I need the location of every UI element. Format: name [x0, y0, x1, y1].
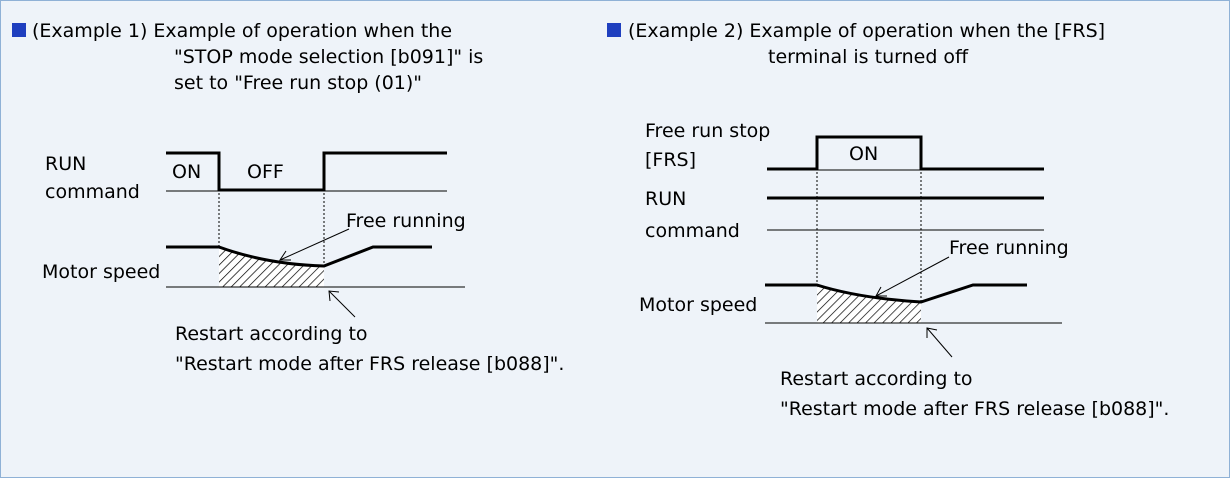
bullet-square-icon — [607, 23, 621, 37]
example2-restart-line2: "Restart mode after FRS release [b088]". — [780, 398, 1169, 420]
example2-motor-speed-label: Motor speed — [639, 294, 757, 316]
example1-off-label: OFF — [247, 161, 284, 183]
example2-frs-label-line2: [FRS] — [645, 149, 696, 171]
example1-restart-line2: "Restart mode after FRS release [b088]". — [175, 353, 564, 375]
example2-run-label-line1: RUN — [645, 188, 686, 210]
example2-frs-label-line1: Free run stop — [645, 120, 770, 142]
example-2: (Example 2) Example of operation when th… — [607, 20, 1169, 420]
arrow-head-icon — [926, 327, 938, 338]
example1-title-line3: set to "Free run stop (01)" — [174, 72, 422, 94]
example1-free-running-arrow — [279, 228, 350, 261]
example1-run-signal — [166, 151, 447, 192]
arrow-head-icon — [279, 250, 291, 261]
example2-run-label-line2: command — [645, 220, 740, 242]
example1-restart-line1: Restart according to — [175, 323, 368, 345]
example-1: (Example 1) Example of operation when th… — [12, 20, 564, 375]
example2-restart-line1: Restart according to — [780, 368, 973, 390]
example1-speed-curve — [166, 245, 432, 268]
example1-title-line1: (Example 1) Example of operation when th… — [32, 20, 452, 42]
arrow-head-icon — [328, 290, 340, 302]
arrow-head-icon — [875, 286, 887, 297]
example1-title-line2: "STOP mode selection [b091]" is — [174, 46, 483, 68]
example2-title-line1: (Example 2) Example of operation when th… — [628, 20, 1105, 42]
example1-run-label-line2: command — [45, 181, 140, 203]
example2-title-line2: terminal is turned off — [768, 46, 969, 68]
example1-free-running-label: Free running — [346, 210, 466, 232]
example1-motor-speed-label: Motor speed — [42, 261, 160, 283]
example1-free-run-area — [219, 247, 324, 287]
example2-free-running-label: Free running — [949, 237, 1069, 259]
example2-frs-signal — [767, 135, 1044, 171]
example2-restart-arrow — [926, 327, 953, 358]
bullet-square-icon — [12, 23, 26, 37]
example2-free-running-arrow — [875, 256, 950, 297]
example1-on-label: ON — [172, 161, 201, 183]
example1-restart-arrow — [328, 290, 356, 318]
example1-run-label-line1: RUN — [45, 153, 86, 175]
example2-free-run-area — [817, 285, 921, 323]
example2-speed-curve — [765, 283, 1027, 304]
example2-on-label: ON — [849, 143, 878, 165]
